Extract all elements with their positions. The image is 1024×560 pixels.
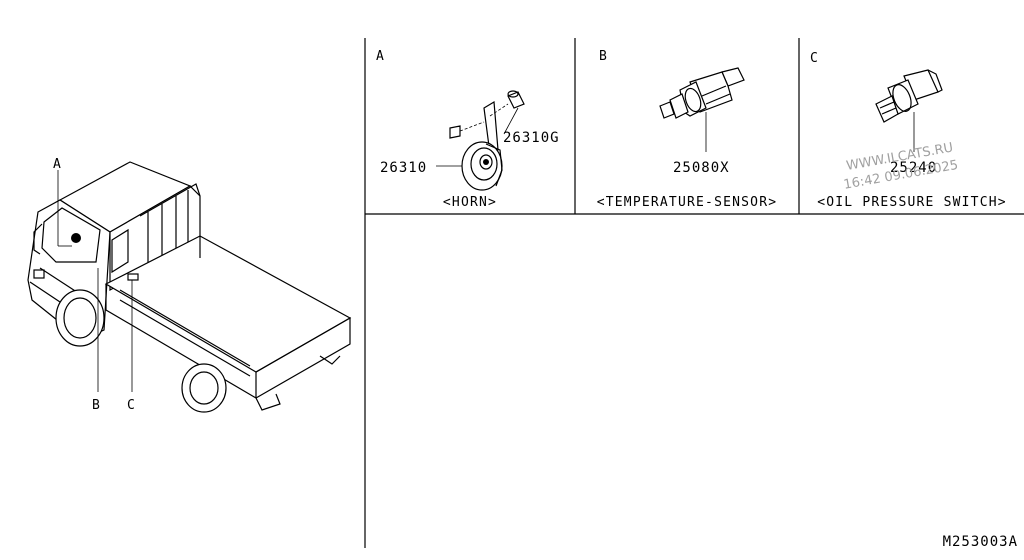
- temperature-sensor-drawing: [659, 67, 745, 152]
- panel-c-letter: C: [810, 51, 818, 66]
- oil-pressure-switch-caption: <OIL PRESSURE SWITCH>: [817, 195, 1007, 210]
- horn-caption: <HORN>: [443, 195, 497, 210]
- temperature-sensor-caption: <TEMPERATURE-SENSOR>: [597, 195, 778, 210]
- panel-b-letter: B: [599, 49, 607, 64]
- part-number-25240: 25240: [890, 160, 937, 176]
- diagram-code: M253003A: [943, 534, 1018, 550]
- part-number-26310: 26310: [380, 160, 427, 176]
- panel-a-letter: A: [376, 49, 384, 64]
- panel-frame: [364, 38, 1024, 548]
- callout-c: C: [127, 398, 135, 413]
- callout-a: A: [53, 157, 61, 172]
- callout-b: B: [92, 398, 100, 413]
- truck-illustration: [27, 161, 352, 413]
- part-number-26310g: 26310G: [503, 130, 560, 146]
- part-number-25080x: 25080X: [673, 160, 730, 176]
- horn-drawing: [436, 90, 525, 191]
- oil-pressure-switch-drawing: [875, 69, 943, 152]
